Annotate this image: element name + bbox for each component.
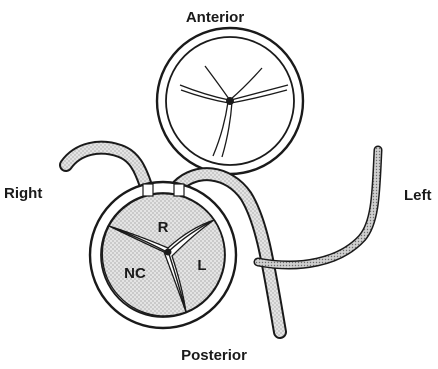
- label-posterior: Posterior: [181, 347, 247, 364]
- label-anterior: Anterior: [186, 9, 245, 26]
- pulmonary-center-node: [226, 97, 234, 105]
- aortic-valve: R L NC: [90, 182, 236, 328]
- pulmonary-valve: [157, 28, 303, 174]
- aortic-center-node: [165, 249, 172, 256]
- cusp-label-left: L: [197, 257, 206, 274]
- cusp-label-right: R: [158, 219, 169, 236]
- label-left: Left: [404, 187, 432, 204]
- left-coronary-ostium: [174, 184, 184, 196]
- label-right: Right: [4, 185, 42, 202]
- left-circumflex-outline: [258, 150, 378, 265]
- cusp-label-non-coronary: NC: [124, 265, 146, 282]
- left-circumflex: [258, 150, 378, 265]
- right-coronary-ostium: [143, 184, 153, 196]
